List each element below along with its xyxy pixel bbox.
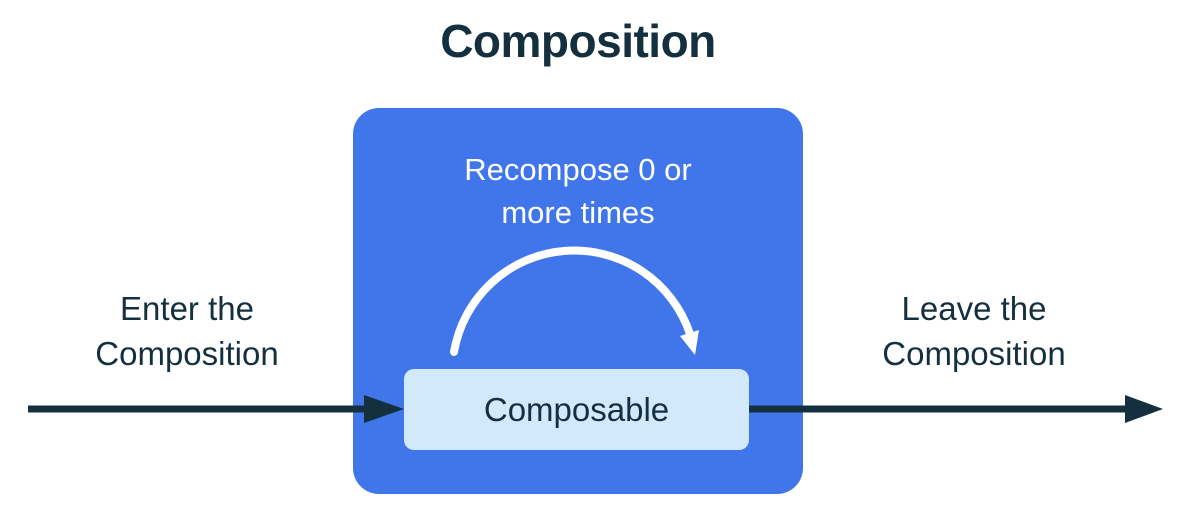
leave-label-line1: Leave the (901, 290, 1047, 327)
leave-arrow-icon (749, 395, 1163, 423)
composable-label: Composable (483, 390, 670, 428)
recompose-label-line1: Recompose 0 or (464, 152, 692, 187)
page-title: Composition (440, 15, 716, 67)
enter-label-line1: Enter the (120, 290, 254, 327)
composable-box: Composable (404, 369, 749, 450)
enter-composition-label: Enter the Composition (37, 286, 337, 376)
recompose-label-line2: more times (501, 195, 655, 230)
recompose-label: Recompose 0 or more times (353, 148, 803, 234)
leave-composition-label: Leave the Composition (824, 286, 1124, 376)
leave-label-line2: Composition (882, 335, 1066, 372)
enter-label-line2: Composition (95, 335, 279, 372)
enter-arrow-icon (28, 395, 404, 423)
